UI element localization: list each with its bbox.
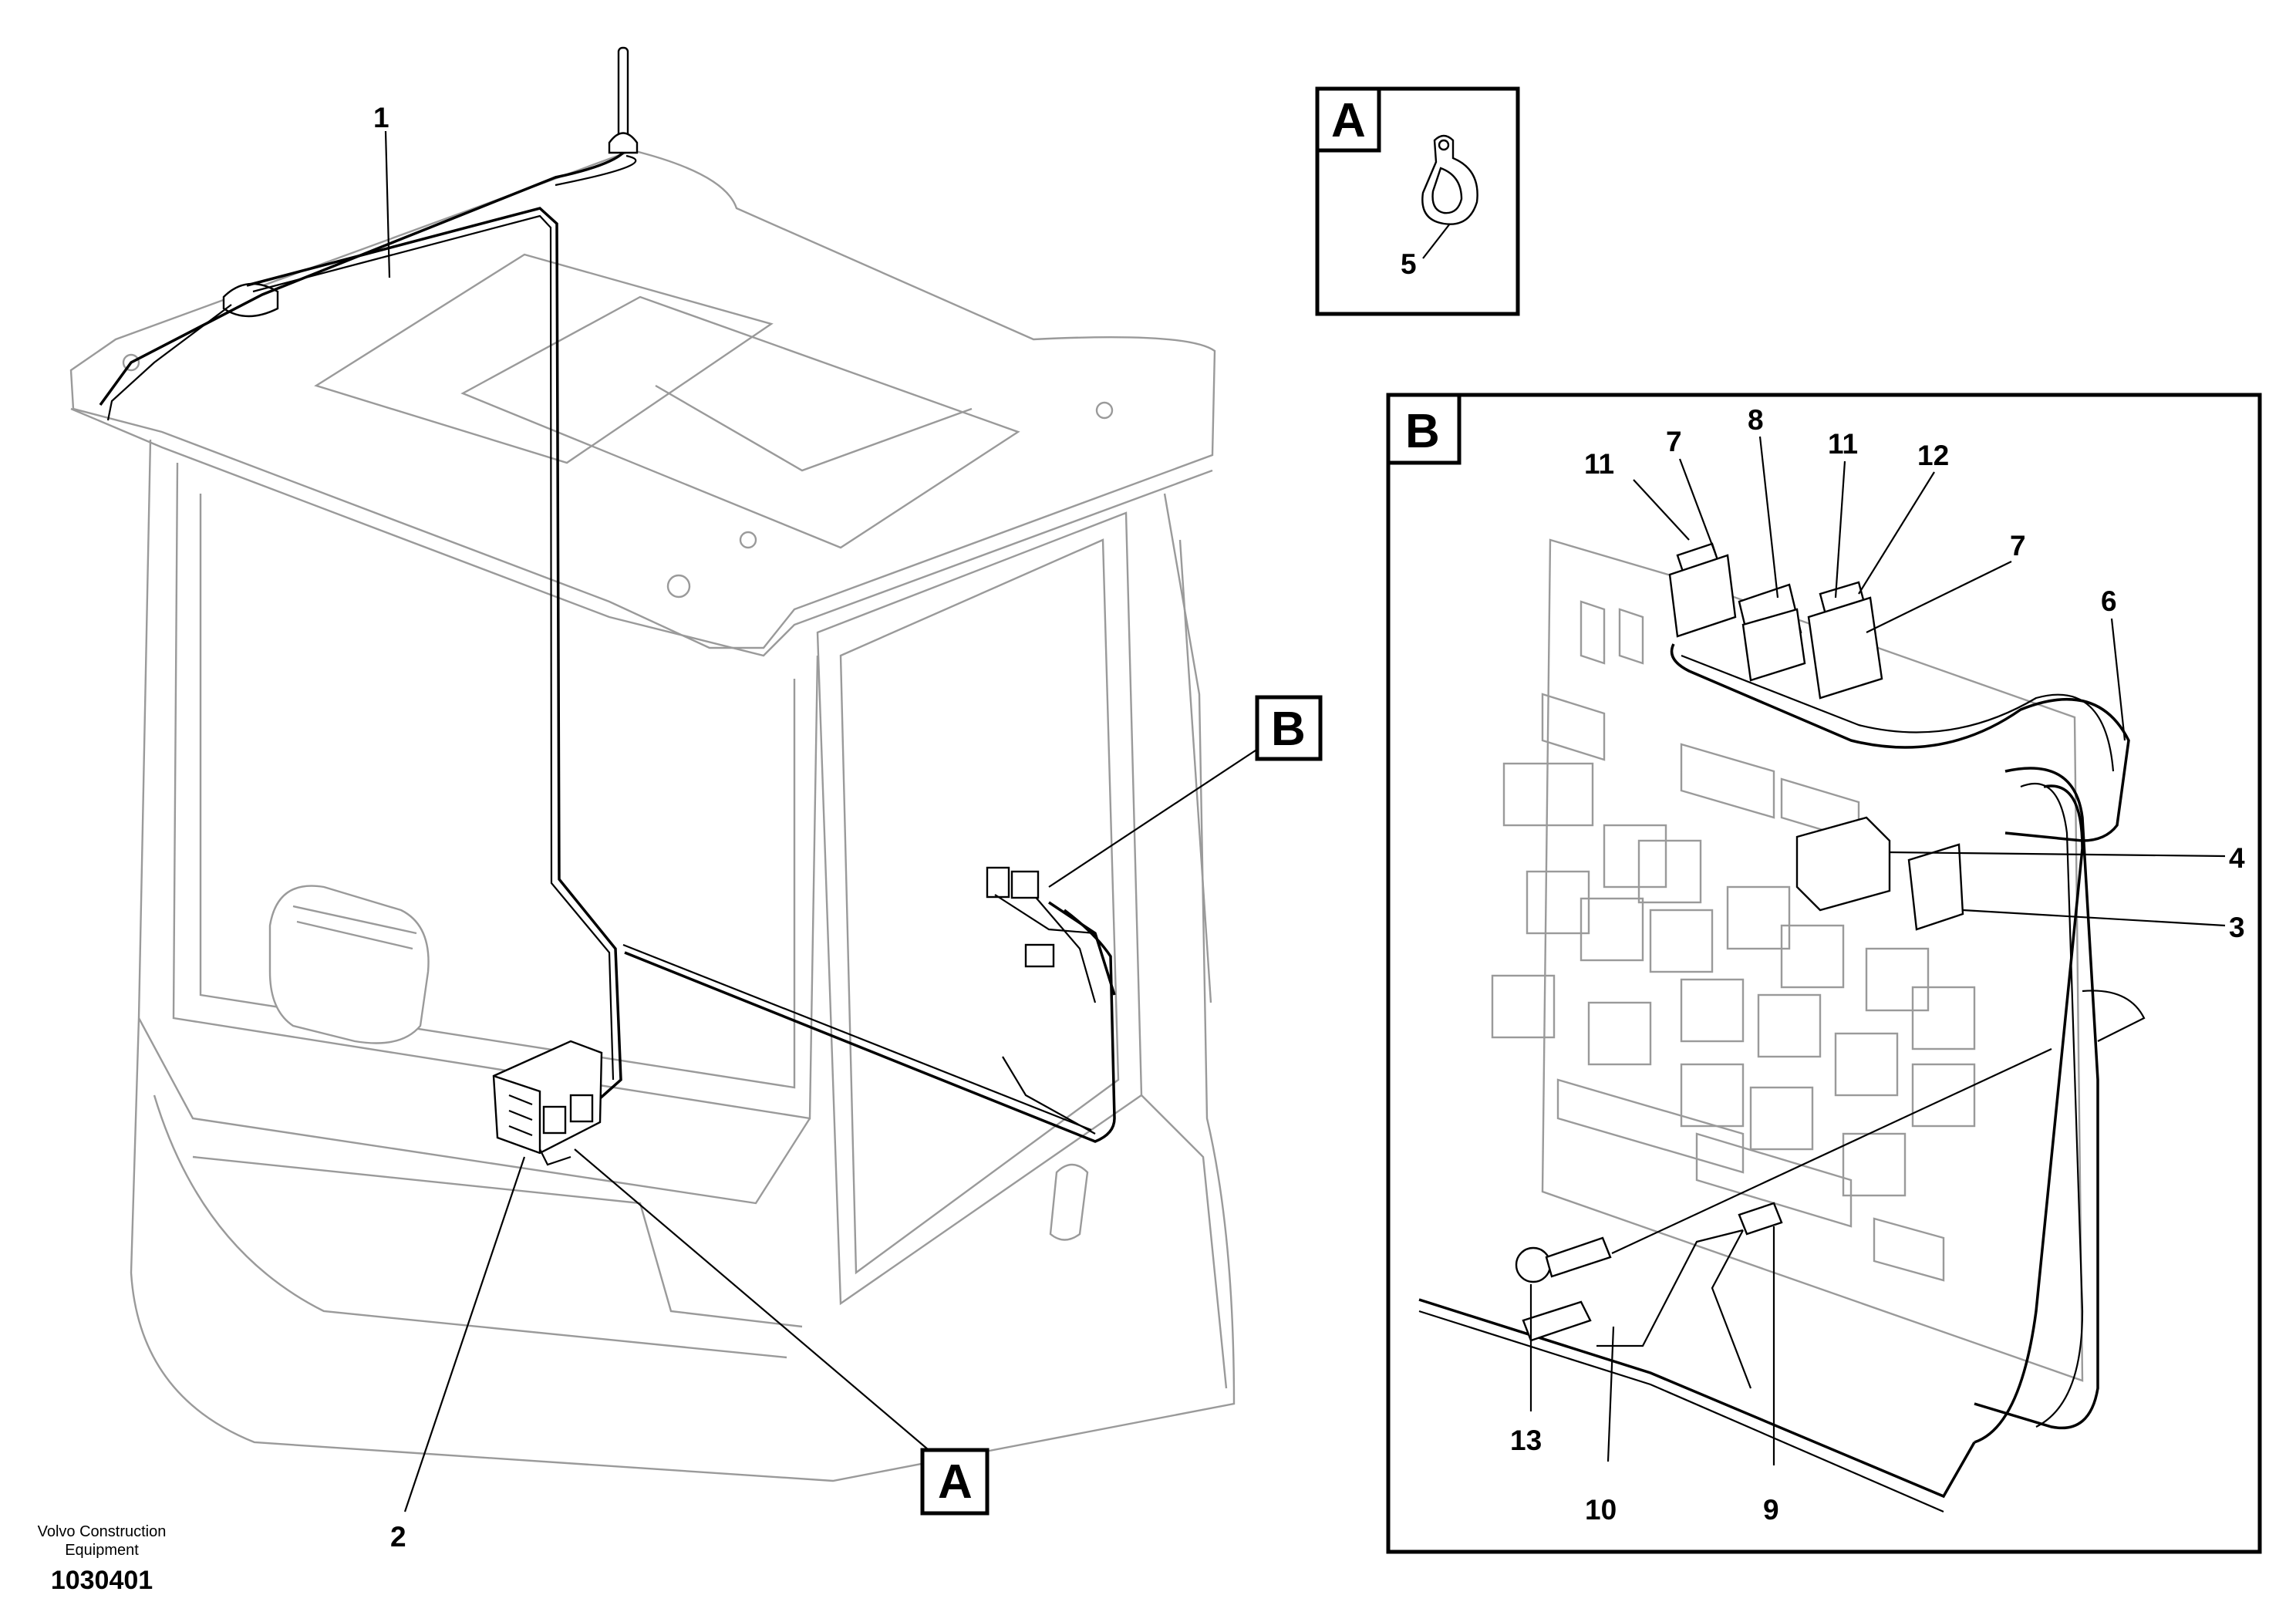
figure-number: 1030401 — [51, 1566, 153, 1595]
detail-box-a: A 5 — [1315, 86, 1520, 316]
callout-11-left: 11 — [1584, 448, 1614, 480]
antenna-cable — [99, 46, 639, 421]
detail-ref-a-label: A — [938, 1455, 973, 1509]
detail-box-b: B — [1386, 393, 2262, 1554]
publisher-line-1: Volvo Construction — [38, 1523, 167, 1540]
callout-7-right: 7 — [2010, 530, 2026, 561]
detail-ref-a-main: A — [920, 1448, 990, 1516]
callout-9: 9 — [1763, 1494, 1779, 1526]
footer: Volvo Construction Equipment 1030401 — [38, 1523, 167, 1595]
callout-7-left: 7 — [1666, 426, 1682, 457]
leader-lines — [384, 130, 1266, 1512]
callout-13: 13 — [1510, 1425, 1542, 1456]
publisher-line-2: Equipment — [65, 1542, 139, 1559]
callout-3: 3 — [2229, 912, 2245, 943]
detail-ref-b-label: B — [1271, 703, 1306, 756]
detail-box-b-label: B — [1405, 405, 1440, 458]
detail-box-a-label: A — [1331, 94, 1366, 147]
detail-ref-b-main: B — [1255, 695, 1323, 761]
callout-11-right: 11 — [1828, 428, 1858, 460]
callout-8: 8 — [1748, 404, 1764, 436]
callout-10: 10 — [1585, 1494, 1617, 1526]
callout-12: 12 — [1917, 440, 1949, 471]
callout-5: 5 — [1401, 248, 1417, 280]
callout-1: 1 — [373, 102, 389, 133]
main-harness — [246, 207, 1116, 1143]
callout-2: 2 — [390, 1521, 406, 1553]
cab-outline — [69, 149, 1236, 1482]
control-unit-2 — [492, 1040, 603, 1166]
callout-6: 6 — [2101, 585, 2117, 617]
callout-4: 4 — [2229, 842, 2245, 874]
